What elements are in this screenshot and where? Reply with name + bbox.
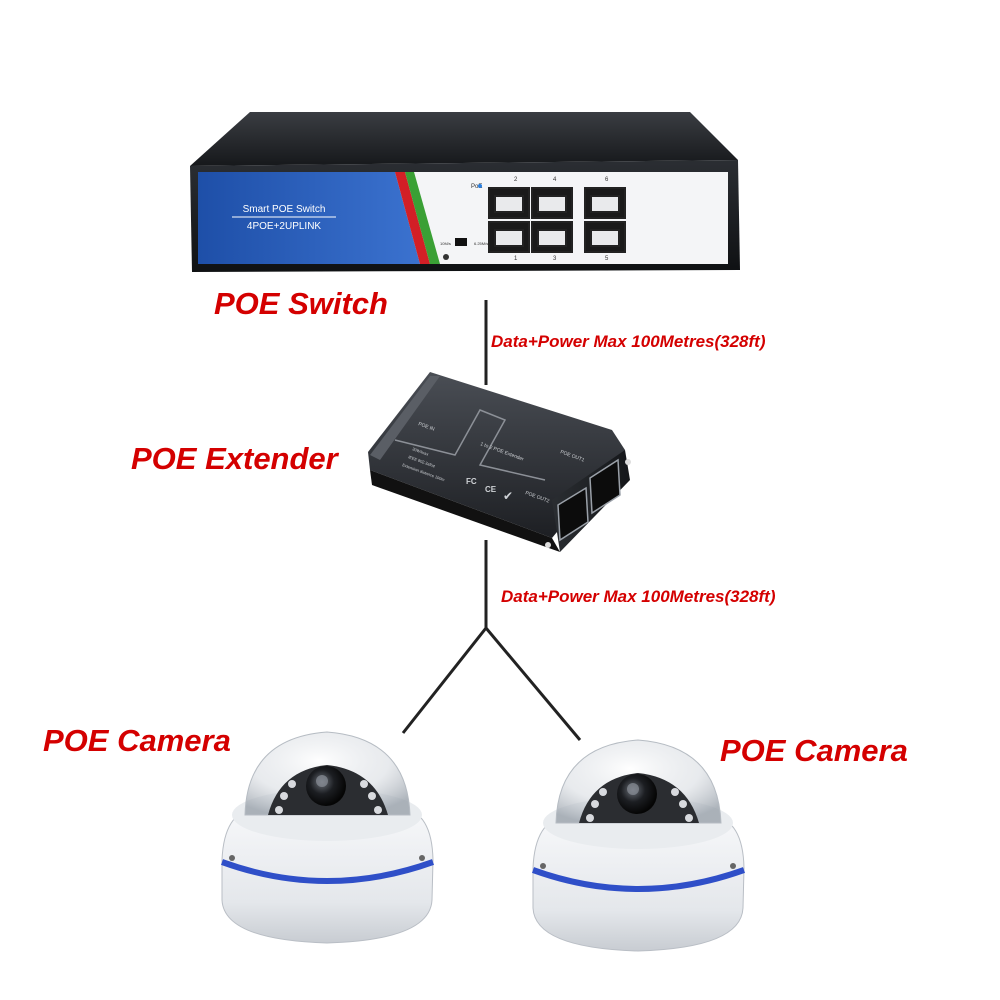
wires (401, 300, 582, 741)
port-number-1: 1 (514, 256, 518, 262)
port-number-4: 4 (553, 177, 557, 183)
ext-port-in: POE IN (417, 421, 435, 433)
label-link-top: Data+Power Max 100Metres(328ft) (491, 332, 766, 351)
poe-camera-left (220, 731, 435, 944)
label-poe-switch: POE Switch (214, 286, 388, 321)
ext-mark-ce: CE (485, 485, 497, 494)
switch-brand-line2: 4POE+2UPLINK (247, 221, 322, 232)
label-poe-extender: POE Extender (131, 441, 338, 476)
wire-to-right-camera (484, 627, 582, 741)
ext-ports (557, 458, 621, 542)
switch-ports (488, 187, 626, 253)
wire-to-left-camera (401, 627, 488, 734)
poe-camera-right (531, 739, 746, 952)
switch-brand-line1: Smart POE Switch (243, 204, 326, 215)
label-poe-camera-left: POE Camera (43, 723, 231, 758)
label-poe-camera-right: POE Camera (720, 733, 908, 768)
port-number-3: 3 (553, 256, 557, 262)
port-number-2: 2 (514, 177, 518, 183)
svg-text:✔: ✔ (503, 489, 513, 503)
poe-extender-device: POE IN POE OUT1 POE OUT2 1 to 2 POE Exte… (368, 372, 631, 552)
ext-spec-1: 30W/max (412, 446, 430, 456)
ext-mark-fc: FC (466, 477, 477, 486)
port-number-5: 5 (605, 256, 609, 262)
poe-switch-device: Smart POE Switch 4POE+2UPLINK PoE 2 4 6 … (190, 112, 740, 272)
port-number-6: 6 (605, 177, 609, 183)
switch-poe-indicator: PoE (471, 184, 482, 190)
switch-speed-right: 6.25M/s (474, 241, 488, 246)
label-link-bottom: Data+Power Max 100Metres(328ft) (501, 587, 776, 606)
switch-speed-left: 10M/s (440, 241, 451, 246)
